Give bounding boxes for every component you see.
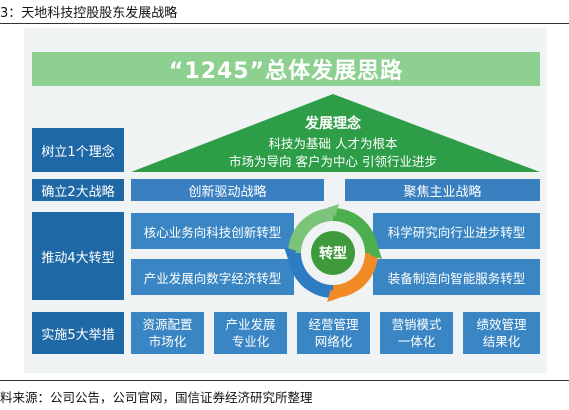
measure-marketing-line1: 营销模式 [391, 317, 442, 332]
row-label-transforms: 推动4大转型 [32, 212, 124, 300]
measure-performance: 绩效管理 结果化 [463, 312, 540, 354]
measure-operation-line1: 经营管理 [308, 317, 359, 332]
ring-arrowhead-3 [284, 247, 297, 259]
measure-resource: 资源配置 市场化 [131, 312, 204, 354]
ring-arrow-blue [288, 253, 333, 298]
ring-arrow-green [333, 208, 378, 253]
measure-performance-line1: 绩效管理 [476, 317, 527, 332]
ring-arrow-lightgreen [288, 208, 333, 253]
ring-arrowhead-4 [327, 204, 339, 217]
strategy-innovation: 创新驱动战略 [131, 179, 324, 201]
transform-industry-digital: 产业发展向数字经济转型 [131, 259, 294, 295]
measure-resource-line2: 市场化 [148, 334, 187, 349]
ring-center-label: 转型 [319, 245, 347, 262]
transform-research: 科学研究向行业进步转型 [373, 213, 540, 249]
transform-core-business: 核心业务向科技创新转型 [131, 213, 294, 249]
measure-marketing-line2: 一体化 [397, 334, 436, 349]
bottom-rule [0, 380, 569, 381]
ring-arrow-orange [333, 253, 378, 298]
figure-title: 3：天地科技控股股东发展战略 [0, 6, 178, 21]
measure-resource-line1: 资源配置 [142, 317, 193, 332]
transformation-ring: 转型 [284, 204, 382, 302]
ring-arrows [284, 204, 382, 302]
ring-center [311, 231, 355, 275]
ring-arrowhead-1 [369, 247, 382, 259]
transform-equipment: 装备制造向智能服务转型 [373, 259, 540, 295]
row-label-measures: 实施5大举措 [32, 312, 124, 354]
row-label-strategies: 确立2大战略 [32, 179, 124, 201]
banner-title: “1245”总体发展思路 [168, 59, 404, 84]
strategy-focus: 聚焦主业战略 [345, 179, 540, 201]
concept-title: 发展理念 [305, 116, 361, 132]
measure-marketing: 营销模式 一体化 [380, 312, 453, 354]
measure-performance-line2: 结果化 [482, 334, 521, 349]
concept-line-2: 市场为导向 客户为中心 引领行业进步 [229, 154, 437, 169]
ring-arrowhead-2 [327, 289, 339, 302]
figure-source: 料来源：公司公告，公司官网，国信证券经济研究所整理 [0, 390, 313, 405]
measure-operation-line2: 网络化 [314, 334, 353, 349]
measure-operation: 经营管理 网络化 [297, 312, 370, 354]
row-label-concept: 树立1个理念 [32, 128, 124, 172]
concept-line-1: 科技为基础 人才为根本 [268, 136, 398, 151]
measure-industry-line1: 产业发展 [225, 317, 276, 332]
measure-industry: 产业发展 专业化 [214, 312, 287, 354]
concept-triangle-shape [131, 94, 540, 172]
measure-industry-line2: 专业化 [231, 334, 270, 349]
banner: “1245”总体发展思路 [32, 52, 540, 86]
top-rule [0, 23, 569, 24]
